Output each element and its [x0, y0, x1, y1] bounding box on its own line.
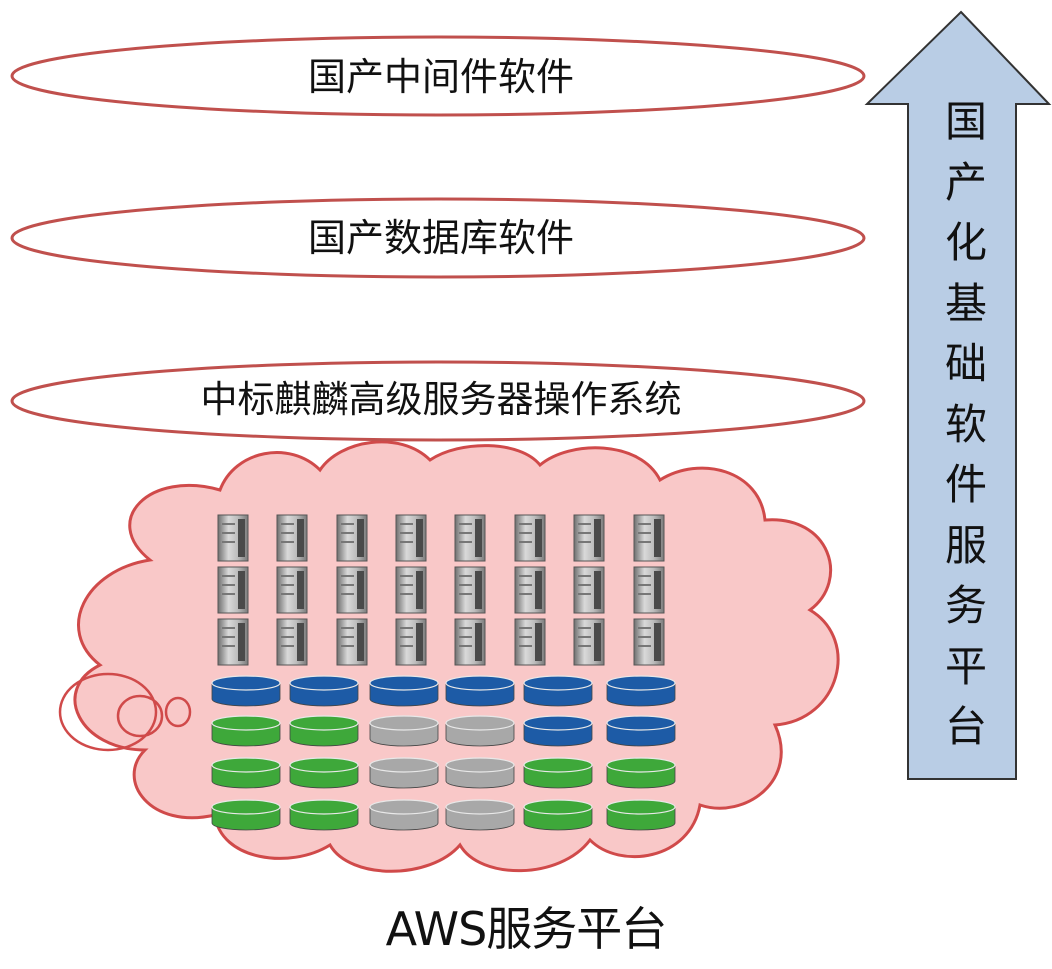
cloud — [58, 440, 840, 873]
cloud-platform-label: AWS服务平台 — [385, 902, 668, 956]
arrow-label-char: 件 — [944, 460, 987, 509]
server-icon — [633, 618, 665, 666]
server-icon — [454, 566, 486, 614]
arrow-label-char: 台 — [944, 702, 987, 751]
layer-ellipse-os — [10, 360, 866, 442]
database-cylinder-blue — [445, 675, 515, 707]
server-icon — [217, 514, 249, 562]
database-cylinder-gray — [445, 799, 515, 831]
server-icon — [573, 618, 605, 666]
server-rack-group — [217, 514, 665, 666]
arrow-label-char: 务 — [944, 581, 987, 630]
layer-label-middleware: 国产中间件软件 — [307, 55, 574, 99]
up-arrow — [864, 10, 1052, 780]
arrow-label: 国产化基础软件服务平台 — [916, 92, 1016, 758]
database-cylinder-green — [289, 757, 359, 789]
database-cylinder-gray — [369, 715, 439, 747]
database-cylinder-green — [289, 715, 359, 747]
database-cylinder-blue — [369, 675, 439, 707]
arrow-label-char: 产 — [944, 157, 987, 207]
database-cylinder-green — [606, 799, 676, 831]
server-icon — [336, 618, 368, 666]
database-cylinder-blue — [289, 675, 359, 707]
database-cylinder-green — [523, 799, 593, 831]
server-icon — [573, 566, 605, 614]
server-icon — [514, 566, 546, 614]
server-icon — [395, 514, 427, 562]
layer-ellipse-middleware — [10, 35, 866, 117]
layer-label-os: 中标麒麟高级服务器操作系统 — [200, 378, 682, 421]
server-icon — [395, 566, 427, 614]
database-cylinder-green — [523, 757, 593, 789]
server-icon — [395, 618, 427, 666]
server-icon — [336, 566, 368, 614]
database-cylinder-green — [211, 799, 281, 831]
database-cylinder-blue — [523, 675, 593, 707]
layer-ellipse-database — [10, 197, 866, 279]
database-cylinder-blue — [523, 715, 593, 747]
arrow-label-char: 服 — [944, 520, 987, 570]
database-cylinder-gray — [445, 715, 515, 747]
database-group — [211, 675, 676, 831]
database-cylinder-blue — [606, 675, 676, 707]
server-icon — [276, 566, 308, 614]
database-cylinder-blue — [211, 675, 281, 707]
arrow-label-char: 软 — [944, 399, 987, 449]
server-icon — [514, 514, 546, 562]
arrow-label-char: 基 — [944, 278, 987, 328]
server-icon — [336, 514, 368, 562]
server-icon — [514, 618, 546, 666]
server-icon — [454, 618, 486, 666]
layer-label-database: 国产数据库软件 — [307, 216, 574, 260]
server-icon — [454, 514, 486, 562]
server-icon — [217, 566, 249, 614]
arrow-label-char: 国 — [944, 97, 987, 146]
server-icon — [633, 566, 665, 614]
database-cylinder-green — [606, 757, 676, 789]
cloud-loops — [58, 672, 192, 752]
database-cylinder-green — [211, 757, 281, 789]
database-cylinder-gray — [445, 757, 515, 789]
database-cylinder-green — [211, 715, 281, 747]
database-cylinder-green — [289, 799, 359, 831]
server-icon — [573, 514, 605, 562]
arrow-label-char: 平 — [944, 641, 987, 691]
server-icon — [276, 514, 308, 562]
database-cylinder-gray — [369, 799, 439, 831]
arrow-label-char: 化 — [944, 218, 987, 267]
arrow-label-char: 础 — [944, 339, 987, 388]
server-icon — [633, 514, 665, 562]
server-icon — [276, 618, 308, 666]
database-cylinder-gray — [369, 757, 439, 789]
database-cylinder-blue — [606, 715, 676, 747]
server-icon — [217, 618, 249, 666]
